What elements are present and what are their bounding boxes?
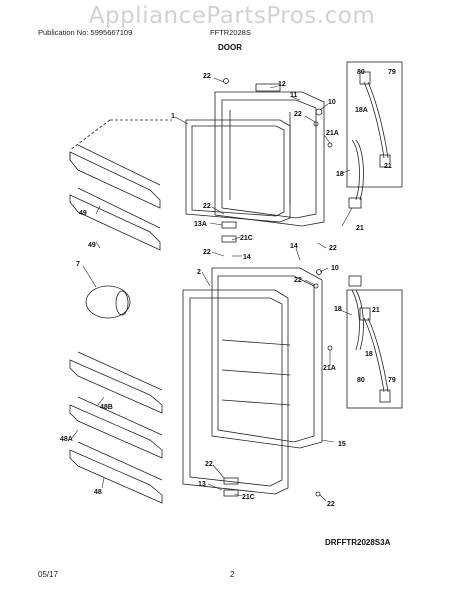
callout-18: 18 bbox=[336, 171, 344, 178]
callout-21: 21 bbox=[384, 163, 392, 170]
section-title: DOOR bbox=[218, 43, 242, 52]
footer-date: 05/17 bbox=[38, 570, 59, 579]
callout-21a: 21A bbox=[326, 130, 339, 137]
callout-18: 18 bbox=[365, 351, 373, 358]
part-7-container bbox=[85, 285, 131, 319]
callout-12: 12 bbox=[278, 81, 286, 88]
callout-48b: 48B bbox=[100, 404, 113, 411]
callout-22: 22 bbox=[203, 203, 211, 210]
callout-22: 22 bbox=[205, 461, 213, 468]
callout-2: 2 bbox=[197, 269, 201, 276]
lower-door-gasket bbox=[182, 289, 289, 495]
callout-13: 13 bbox=[198, 481, 206, 488]
callout-7: 7 bbox=[76, 261, 80, 268]
upper-handle bbox=[351, 139, 360, 201]
model-number: FFTR2028S bbox=[210, 28, 251, 37]
callout-13a: 13A bbox=[194, 221, 207, 228]
watermark-text: AppliancePartsPros.com bbox=[88, 3, 376, 29]
door-shelf-49-lower bbox=[69, 187, 161, 251]
lower-handle-inset bbox=[346, 289, 403, 409]
callout-48: 48 bbox=[94, 489, 102, 496]
part-10-cap bbox=[315, 108, 323, 116]
callout-21a: 21A bbox=[323, 365, 336, 372]
callout-15: 15 bbox=[338, 441, 346, 448]
callout-80: 80 bbox=[357, 377, 365, 384]
callout-49: 49 bbox=[79, 210, 87, 217]
callout-14: 14 bbox=[243, 254, 251, 261]
publication-number: Publication No: 5995667109 bbox=[38, 28, 133, 37]
drawing-code: DRFFTR2028S3A bbox=[325, 538, 391, 547]
door-shelf-48 bbox=[69, 441, 163, 504]
part-12-trim bbox=[255, 83, 281, 92]
door-shelf-48a bbox=[69, 396, 163, 459]
door-shelf-48b bbox=[69, 351, 163, 414]
callout-79: 79 bbox=[388, 69, 396, 76]
callout-22: 22 bbox=[203, 73, 211, 80]
callout-22: 22 bbox=[294, 277, 302, 284]
callout-80: 80 bbox=[357, 69, 365, 76]
callout-18a: 18A bbox=[355, 107, 368, 114]
callout-10: 10 bbox=[328, 99, 336, 106]
callout-21c: 21C bbox=[242, 494, 255, 501]
upper-handle-inset bbox=[346, 61, 403, 188]
part-10-lower-cap bbox=[316, 269, 322, 275]
callout-21: 21 bbox=[372, 307, 380, 314]
callout-14: 14 bbox=[290, 243, 298, 250]
callout-22: 22 bbox=[327, 501, 335, 508]
callout-1: 1 bbox=[171, 113, 175, 120]
callout-79: 79 bbox=[388, 377, 396, 384]
callout-18: 18 bbox=[334, 306, 342, 313]
callout-48a: 48A bbox=[60, 436, 73, 443]
callout-10: 10 bbox=[331, 265, 339, 272]
callout-22: 22 bbox=[294, 111, 302, 118]
upper-door-gasket bbox=[185, 119, 291, 223]
callout-labels: 22 12 11 10 1 22 21A 80 79 18A 21 18 21 … bbox=[60, 69, 396, 508]
page-number: 2 bbox=[230, 570, 235, 579]
callout-49: 49 bbox=[88, 242, 96, 249]
door-shelf-49-upper bbox=[69, 144, 161, 209]
callout-21c: 21C bbox=[240, 235, 253, 242]
callout-21: 21 bbox=[356, 225, 364, 232]
upper-door-liner bbox=[214, 91, 325, 227]
lower-door-liner bbox=[211, 267, 323, 449]
callout-11: 11 bbox=[290, 92, 298, 99]
callout-22: 22 bbox=[203, 249, 211, 256]
lower-handle bbox=[351, 289, 360, 351]
callout-22: 22 bbox=[329, 245, 337, 252]
